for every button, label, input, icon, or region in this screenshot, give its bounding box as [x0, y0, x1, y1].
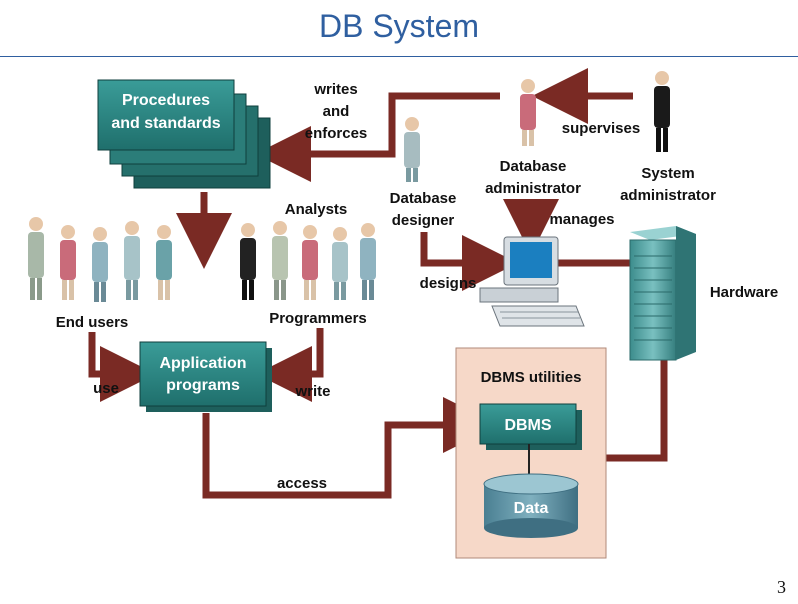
procedures-label-line1: Procedures [122, 92, 210, 109]
access-label: access [277, 475, 327, 492]
computer-icon [479, 236, 585, 327]
person-figure [28, 217, 44, 300]
manages-label: manages [549, 211, 614, 228]
access-arrow [202, 397, 499, 499]
system-administrator-label-line2: administrator [620, 187, 716, 204]
system-administrator-figure [654, 71, 670, 152]
data-label: Data [514, 500, 549, 517]
person-figure [240, 223, 256, 300]
person-figure [272, 221, 288, 300]
database-designer-label-line1: Database [390, 190, 457, 207]
enforces-label: enforces [305, 125, 368, 142]
procedures-stack: Procedures and standards [97, 79, 271, 189]
page-number: 3 [777, 577, 786, 597]
connectors [88, 68, 668, 499]
write-label: write [294, 383, 330, 400]
title-divider [0, 56, 798, 57]
procedures-label-line2: and standards [111, 115, 220, 132]
person-figure [60, 225, 76, 300]
data-cylinder: Data [483, 473, 579, 538]
analysts-programmers-group [240, 221, 376, 300]
person-figure [92, 227, 108, 302]
person-figure [332, 227, 348, 300]
application-programs-box: Application programs [139, 341, 272, 412]
supervises-label: supervises [562, 120, 640, 137]
application-label-line1: Application [159, 355, 246, 372]
end-users-label: End users [56, 314, 129, 331]
person-figure [302, 225, 318, 300]
analysts-label: Analysts [285, 201, 348, 218]
designs-arrow [420, 232, 518, 291]
end-users-group [28, 217, 172, 302]
system-administrator-label-line1: System [641, 165, 694, 182]
hardware-label: Hardware [710, 284, 778, 301]
database-administrator-label-line2: administrator [485, 180, 581, 197]
write-arrow [256, 328, 324, 402]
database-administrator-figure [520, 79, 536, 146]
use-label: use [93, 380, 119, 397]
database-administrator-label-line1: Database [500, 158, 567, 175]
and-label: and [323, 103, 350, 120]
application-label-line2: programs [166, 377, 240, 394]
dbms-box-label: DBMS [504, 417, 551, 434]
hardware-dbms-link [606, 357, 668, 462]
database-designer-figure [404, 117, 420, 182]
hardware-server [629, 226, 696, 361]
programmers-label: Programmers [269, 310, 367, 327]
person-figure [124, 221, 140, 300]
dbms-utilities-label: DBMS utilities [481, 369, 582, 386]
writes-enforces-arrow [255, 92, 500, 182]
use-arrow [88, 332, 156, 402]
writes-label: writes [313, 81, 357, 98]
person-figure [360, 223, 376, 300]
designs-label: designs [420, 275, 477, 292]
dbms-utilities-panel: DBMS utilities DBMS Data [455, 347, 607, 559]
page-title: DB System [318, 8, 480, 44]
diagram-labels: writes and enforces supervises manages d… [56, 81, 778, 492]
person-figure [156, 225, 172, 300]
database-designer-label-line2: designer [392, 212, 455, 229]
